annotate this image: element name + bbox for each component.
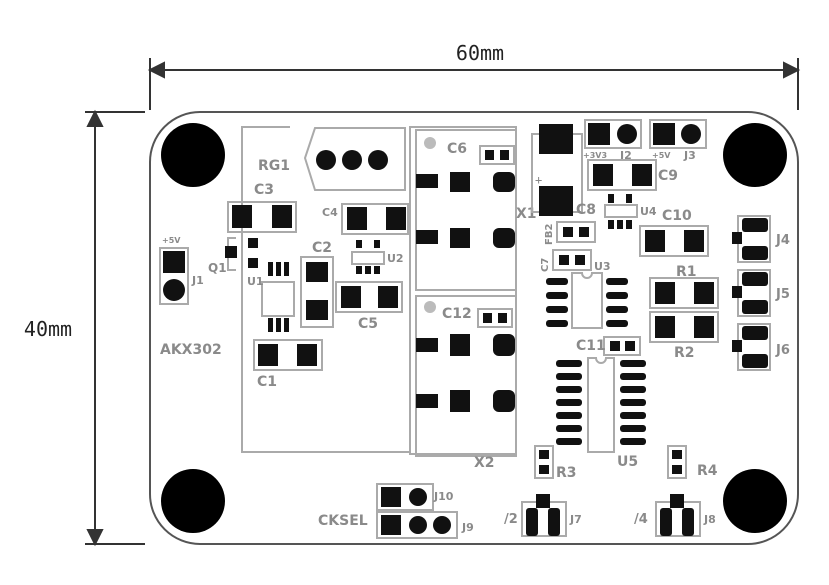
label-r1: R1 (676, 264, 697, 280)
connector-j6 (732, 323, 771, 371)
mounting-hole-bottom-left (161, 469, 225, 533)
label-c6: C6 (447, 141, 467, 157)
label-u1: U1 (247, 275, 264, 288)
label-j8-mark: /4 (634, 512, 648, 527)
label-j1-voltage: +5V (162, 236, 181, 245)
crystal-x1 (415, 129, 517, 291)
label-c7: C7 (540, 258, 551, 272)
ic-u3 (546, 272, 628, 329)
label-r3: R3 (556, 465, 577, 481)
label-j6: J6 (775, 343, 790, 358)
label-j5: J5 (775, 287, 790, 302)
label-c2: C2 (312, 240, 332, 256)
capacitor-c6 (479, 145, 515, 165)
label-r4: R4 (697, 463, 718, 479)
ic-u5 (556, 357, 646, 453)
connector-j1 (159, 247, 189, 305)
capacitor-c12 (477, 308, 513, 328)
connector-j9 (376, 511, 458, 539)
connector-j5 (732, 269, 771, 317)
label-c9: C9 (658, 168, 678, 184)
capacitor-c7 (552, 249, 592, 271)
width-label: 60mm (456, 41, 504, 65)
label-c12: C12 (442, 306, 472, 322)
label-cksel: CKSEL (318, 513, 368, 529)
crystal-x2 (415, 295, 517, 457)
svg-text:+: + (535, 173, 542, 187)
capacitor-c1 (253, 339, 323, 371)
label-u2: U2 (387, 252, 404, 265)
label-c11: C11 (576, 338, 606, 354)
mounting-hole-top-right (723, 123, 787, 187)
label-j1: J1 (191, 274, 204, 287)
capacitor-electrolytic: + (531, 124, 583, 216)
connector-j10 (376, 483, 434, 511)
label-fb2: FB2 (544, 224, 555, 245)
label-u3: U3 (594, 260, 611, 273)
mounting-hole-bottom-right (723, 469, 787, 533)
label-c1: C1 (257, 374, 277, 390)
label-j3: J3 (683, 149, 696, 162)
mounting-hole-top-left (161, 123, 225, 187)
label-q1: Q1 (208, 261, 227, 275)
label-c5: C5 (358, 316, 378, 332)
label-j7-mark: /2 (504, 512, 518, 527)
capacitor-c11 (603, 336, 641, 356)
capacitor-c9 (587, 159, 657, 191)
label-j9: J9 (461, 521, 474, 534)
resistor-r4 (667, 445, 687, 479)
label-j2-voltage: +3V3 (583, 151, 607, 160)
label-c4: C4 (322, 206, 338, 219)
capacitor-c3 (227, 201, 297, 233)
resistor-r1 (649, 277, 719, 309)
label-u5: U5 (617, 454, 638, 470)
board-outline (149, 111, 799, 545)
label-j7: J7 (569, 513, 582, 526)
connector-j2 (584, 119, 642, 149)
label-j8: J8 (703, 513, 716, 526)
label-c3: C3 (254, 182, 274, 198)
label-c8: C8 (576, 202, 596, 218)
resistor-r2 (649, 311, 719, 343)
height-dimension (85, 109, 145, 547)
width-dimension (147, 58, 801, 110)
transistor-q1 (225, 237, 258, 271)
ic-u4 (604, 194, 638, 229)
label-j10: J10 (433, 490, 454, 503)
label-r2: R2 (674, 345, 695, 361)
label-x2: X2 (474, 455, 495, 471)
label-j3-voltage: +5V (652, 151, 671, 160)
capacitor-c2 (300, 256, 334, 328)
ic-u2 (351, 240, 385, 274)
connector-j4 (732, 215, 771, 263)
capacitor-c5 (335, 281, 403, 313)
connector-j3 (649, 119, 707, 149)
ferrite-fb2 (556, 221, 596, 243)
connector-j8 (655, 494, 701, 537)
resistor-r3 (534, 445, 554, 479)
board-name: AKX302 (160, 342, 222, 358)
label-j4: J4 (775, 233, 790, 248)
label-c10: C10 (662, 208, 692, 224)
height-label: 40mm (24, 317, 72, 341)
capacitor-c10 (639, 225, 709, 257)
ic-u1 (261, 262, 295, 332)
label-j2: J2 (619, 149, 632, 162)
label-x1: X1 (516, 206, 537, 222)
label-u4: U4 (640, 205, 657, 218)
regulator-rg1 (303, 127, 406, 191)
label-rg1: RG1 (258, 158, 290, 174)
connector-j7 (521, 494, 567, 537)
capacitor-c4 (341, 203, 409, 235)
